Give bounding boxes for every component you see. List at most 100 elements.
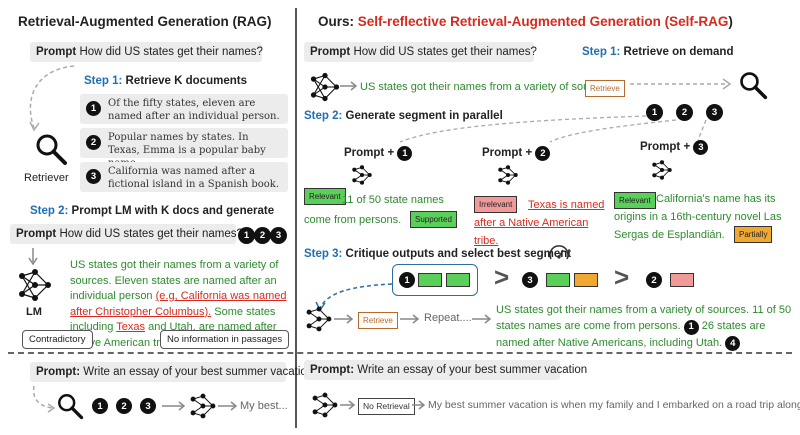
retriever-label: Retriever — [24, 172, 69, 184]
prompt-label: Prompt — [16, 228, 57, 240]
no-retrieval-token: No Retrieval — [358, 398, 415, 415]
magnifier-icon — [36, 134, 67, 165]
retrieve-token: Retrieve — [358, 312, 398, 329]
prompt-label: Prompt — [36, 46, 77, 58]
language-model-icon — [498, 165, 518, 185]
number-badge-3: 3 — [270, 227, 287, 244]
number-badge-1: 1 — [92, 398, 108, 414]
relevant-token: Relevant — [304, 188, 346, 205]
rag-title: Retrieval-Augmented Generation (RAG) — [18, 14, 272, 29]
irrelevant-token: Irrelevant — [474, 196, 518, 213]
number-badge-3: 3 — [522, 272, 538, 288]
selfrag-prompt: Prompt How did US states get their names… — [304, 42, 537, 62]
pink-block — [670, 273, 694, 287]
language-model-icon — [310, 72, 340, 102]
number-badge-2: 2 — [535, 146, 551, 161]
prompt-text: How did US states get their names? + — [59, 228, 253, 240]
final-output: US states got their names from a variety… — [496, 302, 796, 351]
number-badge-3: 3 — [140, 398, 156, 414]
best-segment-box — [392, 264, 478, 296]
prompt-plus: Prompt + — [344, 147, 395, 159]
step-text: Generate segment in parallel — [345, 110, 503, 122]
right-arrow — [162, 401, 186, 411]
number-badge-1: 1 — [86, 101, 101, 116]
title-prefix: Ours: — [318, 14, 355, 29]
right-arrow — [400, 314, 420, 324]
output-error: Texas — [116, 321, 146, 333]
segment-prompt-2: Prompt + 2 — [482, 146, 551, 161]
number-badge-2: 2 — [86, 135, 101, 150]
greater-than-icon: > — [614, 262, 630, 292]
number-badge-3: 3 — [693, 140, 709, 155]
bottom-right-prompt: Prompt: Write an essay of your best summ… — [304, 360, 587, 380]
right-arrow — [340, 400, 356, 410]
horizontal-divider — [8, 352, 792, 354]
prompt-text: Write an essay of your best summer vacat… — [357, 364, 588, 376]
rag-output: US states got their names from a variety… — [70, 258, 288, 351]
right-arrow — [412, 400, 426, 410]
prompt-plus: Prompt + — [482, 147, 533, 159]
language-model-icon — [19, 269, 51, 301]
rag-step1: Step 1: Retrieve K documents — [84, 75, 247, 87]
prompt-text: How did US states get their names? — [353, 46, 537, 58]
step-number: Step 1: — [582, 46, 621, 58]
output-text: US states got their names from a variety… — [70, 259, 279, 302]
document-3: 3 California was named after a fictional… — [80, 162, 288, 192]
bottom-left-prompt: Prompt: Write an essay of your best summ… — [30, 362, 313, 382]
step-text: Retrieve on demand — [623, 46, 734, 58]
document-text: Of the fifty states, eleven are named af… — [108, 98, 280, 122]
number-badge-4: 4 — [725, 336, 741, 351]
document-2: 2 Popular names by states. In Texas, Emm… — [80, 128, 288, 169]
step-number: Step 2: — [30, 205, 69, 217]
retrieval-arrow — [29, 65, 75, 132]
selfrag-step2: Step 2: Generate segment in parallel — [304, 110, 503, 122]
number-badge-3: 3 — [86, 169, 101, 184]
selfrag-title: Ours: Self-reflective Retrieval-Augmente… — [318, 14, 733, 29]
title-main: Self-reflective Retrieval-Augmented Gene… — [357, 14, 670, 29]
number-badge-1: 1 — [683, 319, 699, 335]
retrieve-token: Retrieve — [585, 80, 625, 97]
rag-prompt: Prompt How did US states get their names… — [30, 42, 263, 62]
prompt-label: Prompt: — [36, 366, 81, 378]
lm-label: LM — [26, 306, 42, 318]
green-block — [546, 273, 570, 287]
orange-block — [574, 273, 598, 287]
prompt-plus: Prompt + — [640, 141, 691, 153]
relevant-token: Relevant — [614, 192, 656, 209]
right-arrow — [334, 314, 354, 324]
right-arrow — [472, 314, 492, 324]
output-error: Texas is named after a Native American t… — [474, 199, 605, 247]
segment-prompt-3: Prompt + 3 — [640, 140, 709, 155]
output-error: (e.g, California was named after Christo… — [70, 290, 287, 318]
number-badge-2: 2 — [676, 104, 693, 121]
contradictory-callout: Contradictory — [22, 330, 93, 349]
language-model-icon — [190, 393, 216, 419]
number-badge-3: 3 — [706, 104, 723, 121]
green-block — [418, 273, 442, 287]
prompt-label: Prompt — [310, 46, 351, 58]
language-model-icon — [652, 160, 672, 180]
segment-prompt-1: Prompt + 1 — [344, 146, 413, 161]
title-selfrag: Self-RAG — [669, 14, 729, 29]
magnifier-icon — [58, 394, 84, 420]
number-badge-1: 1 — [646, 104, 663, 121]
step-text: Retrieve K documents — [125, 75, 247, 87]
number-badge-2: 2 — [254, 227, 271, 244]
output-text: 26 states are named after Native America… — [496, 320, 766, 349]
parallel-arrows — [399, 115, 707, 143]
prompt-label: Prompt: — [310, 364, 355, 376]
first-segment-output: US states got their names from a variety… — [360, 81, 614, 93]
down-arrow — [28, 248, 38, 266]
selfrag-step1: Step 1: Retrieve on demand — [582, 46, 733, 58]
bottom-arrow — [32, 385, 56, 413]
step-number: Step 1: — [84, 75, 123, 87]
step-text: Prompt LM with K docs and generate — [71, 205, 275, 217]
segment-1-output: 11 of 50 state names come from persons. — [304, 194, 444, 226]
bottom-right-output: My best summer vacation is when my famil… — [428, 399, 800, 411]
rag-prompt-2: Prompt How did US states get their names… — [10, 224, 253, 244]
document-text: California was named after a fictional i… — [108, 166, 280, 190]
rag-step2: Step 2: Prompt LM with K docs and genera… — [30, 205, 274, 217]
language-model-icon — [312, 392, 338, 418]
no-info-callout: No information in passages — [160, 330, 290, 349]
retrieve-arrow — [630, 78, 732, 90]
